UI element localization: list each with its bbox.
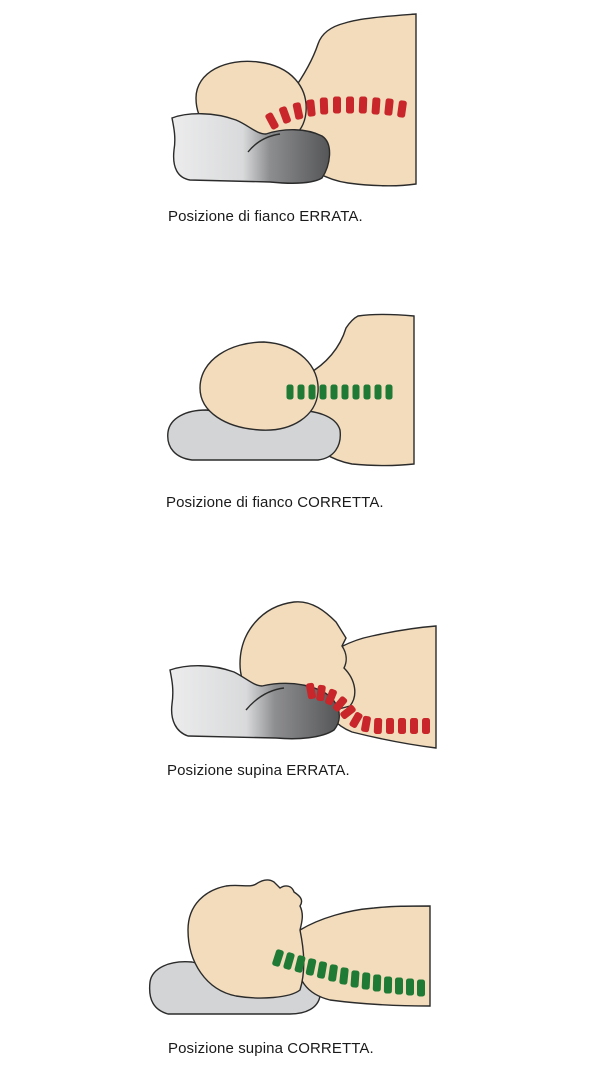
vertebra: [330, 384, 338, 400]
vertebra: [305, 958, 317, 976]
vertebra: [332, 696, 348, 712]
pillow-fold-line: [245, 687, 285, 711]
vertebra: [265, 112, 279, 130]
vertebra: [361, 715, 371, 733]
vertebra: [417, 979, 425, 997]
panel-side-correct: Posizione di fianco CORRETTA.: [0, 270, 613, 540]
vertebra: [374, 384, 382, 400]
vertebra: [341, 384, 349, 400]
head-shape: [187, 879, 305, 999]
vertebra: [286, 384, 294, 400]
vertebra: [363, 384, 371, 400]
vertebra: [340, 704, 356, 720]
vertebra: [422, 718, 430, 734]
vertebra: [361, 972, 371, 990]
vertebra: [316, 961, 328, 979]
vertebra: [306, 682, 316, 700]
vertebra: [383, 976, 393, 994]
vertebra: [352, 384, 360, 400]
head-shape: [199, 341, 319, 431]
vertebra: [292, 102, 304, 120]
caption-side-wrong: Posizione di fianco ERRATA.: [168, 208, 363, 225]
vertebra: [316, 684, 326, 702]
vertebra: [372, 974, 382, 992]
vertebra: [349, 711, 363, 729]
vertebra: [339, 967, 349, 985]
vertebra: [395, 977, 403, 995]
side-correct-illustration: [167, 313, 415, 467]
vertebra: [294, 955, 306, 973]
panel-supine-correct: Posizione supina CORRETTA.: [0, 810, 613, 1081]
vertebra: [398, 718, 406, 734]
spine: [286, 384, 393, 400]
vertebra: [306, 99, 316, 117]
vertebra: [406, 978, 414, 996]
vertebra: [384, 98, 394, 116]
supine-correct-illustration: [148, 879, 431, 1015]
vertebra: [319, 384, 327, 400]
vertebra: [397, 100, 407, 118]
caption-side-correct: Posizione di fianco CORRETTA.: [166, 494, 384, 511]
vertebra: [371, 97, 381, 115]
caption-supine-correct: Posizione supina CORRETTA.: [168, 1040, 374, 1057]
supine-wrong-illustration: [169, 601, 437, 749]
spine: [272, 949, 425, 997]
side-wrong-illustration: [171, 13, 417, 187]
vertebra: [297, 384, 305, 400]
vertebra: [279, 106, 291, 124]
vertebra: [373, 717, 383, 735]
vertebra: [385, 384, 393, 400]
vertebra: [319, 97, 329, 115]
vertebra: [328, 964, 338, 982]
vertebra: [358, 96, 368, 114]
vertebra: [386, 718, 394, 734]
spine: [306, 682, 430, 735]
vertebra: [325, 688, 337, 706]
caption-supine-wrong: Posizione supina ERRATA.: [167, 762, 350, 779]
vertebra: [272, 949, 284, 967]
vertebra: [308, 384, 316, 400]
panel-supine-wrong: Posizione supina ERRATA.: [0, 540, 613, 810]
vertebra: [346, 96, 354, 114]
vertebra: [283, 952, 295, 970]
pillow-fold-line: [247, 133, 281, 153]
vertebra: [333, 96, 341, 114]
spine: [265, 96, 407, 130]
vertebra: [410, 718, 418, 734]
panel-side-wrong: Posizione di fianco ERRATA.: [0, 0, 613, 270]
vertebra: [350, 970, 360, 988]
